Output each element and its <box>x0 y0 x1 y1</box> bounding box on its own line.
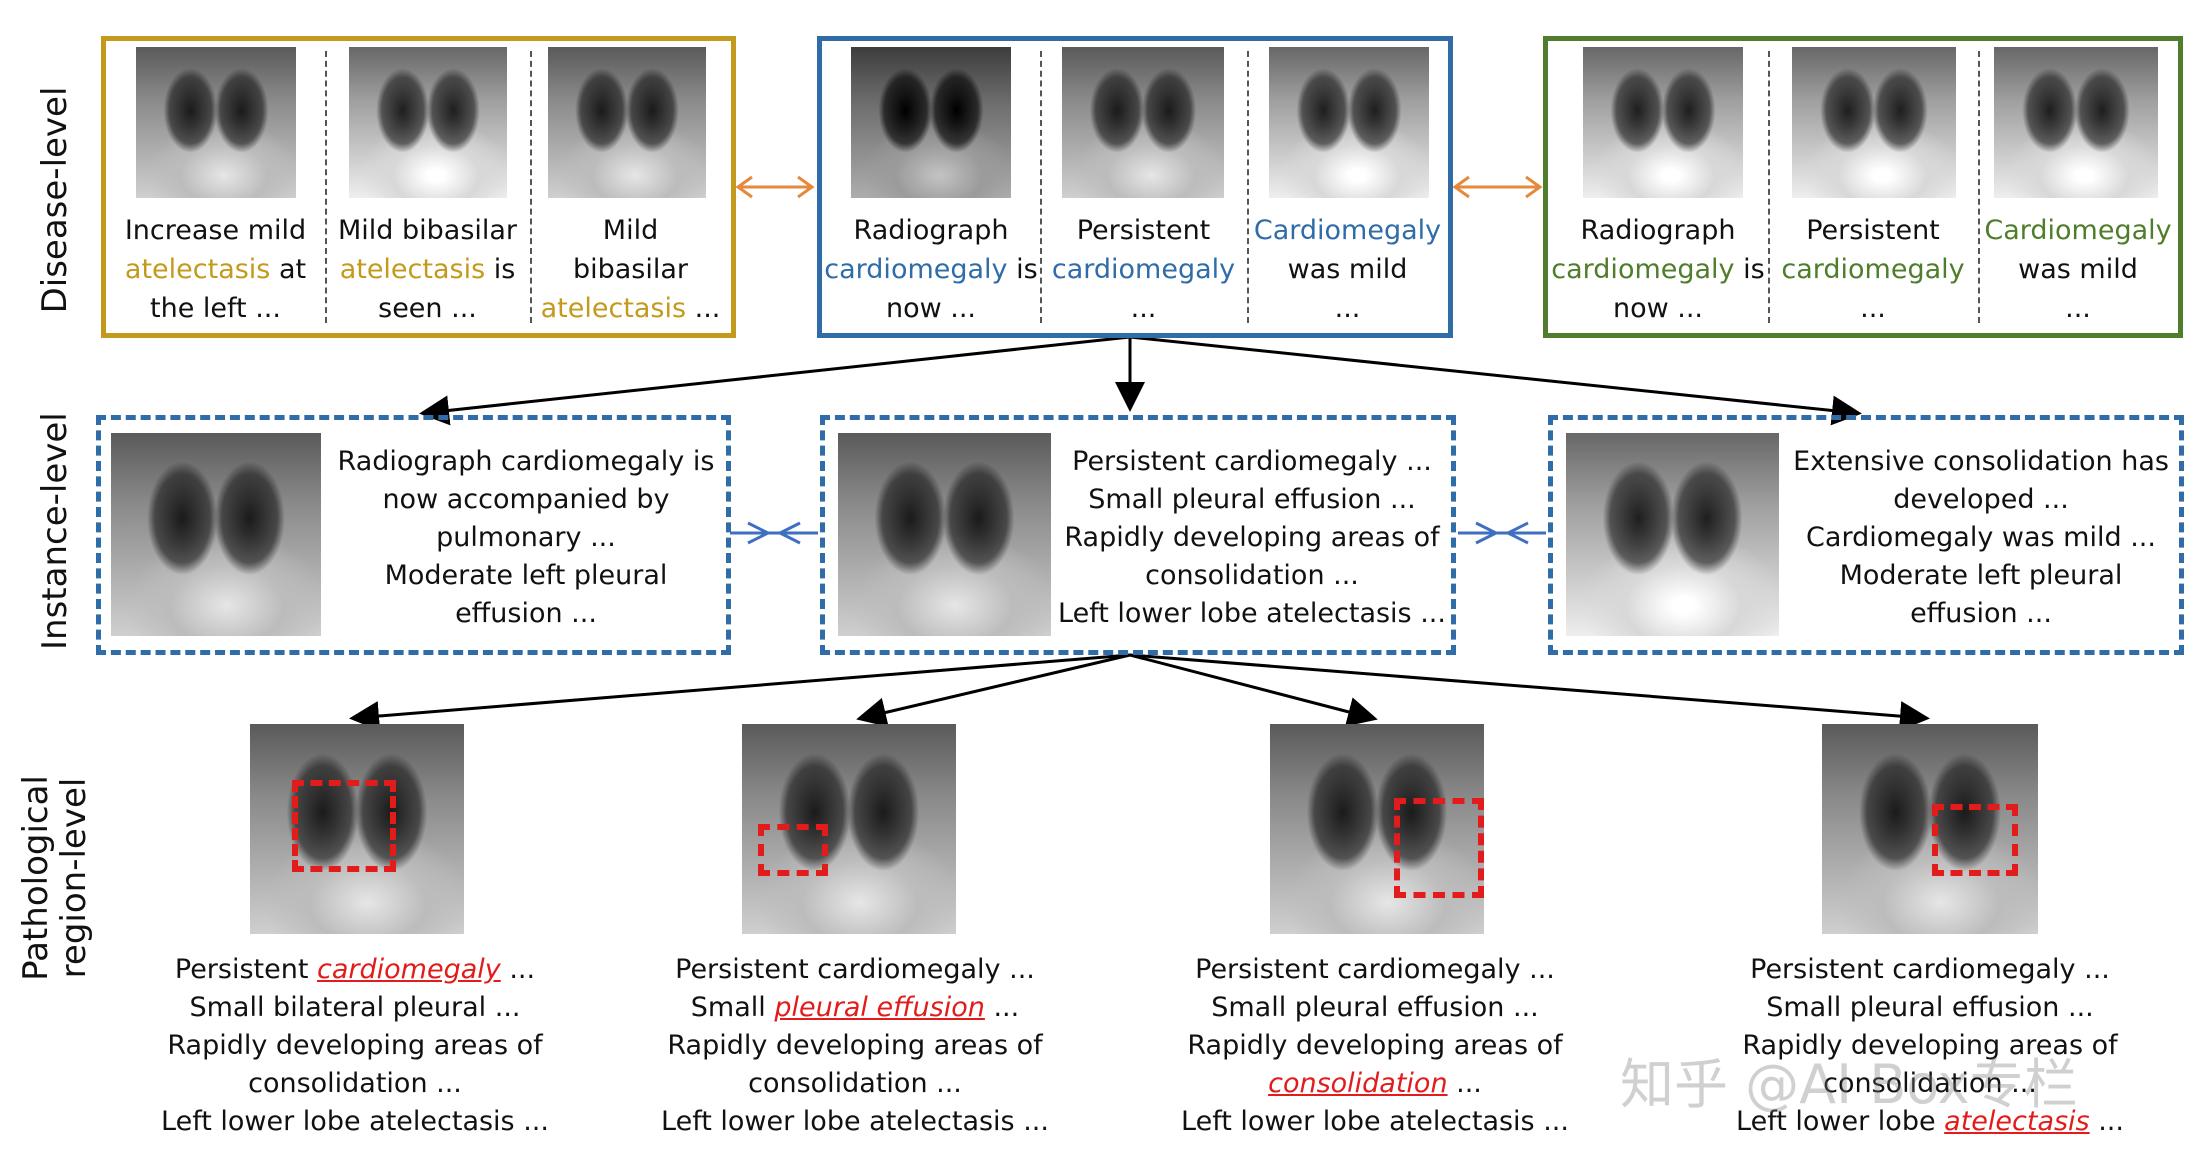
disease-caption: Radiograph cardiomegaly is now ... <box>824 215 1038 324</box>
xray-image <box>1822 724 2038 934</box>
xray-image <box>250 724 464 934</box>
cell-divider <box>530 51 532 323</box>
disease-caption: Radiograph cardiomegaly is now ... <box>1551 215 1765 324</box>
disease-group-cardiomegaly-blue: Radiograph cardiomegaly is now ... Persi… <box>817 36 1453 338</box>
xray-image <box>1269 47 1429 198</box>
region-report: Persistent cardiomegaly ... Small pleura… <box>1736 954 2124 1137</box>
xray-image <box>136 47 296 198</box>
roi-box <box>1394 798 1484 898</box>
instance-report: Extensive consolidation has developed ..… <box>1793 446 2169 629</box>
disease-caption: Increase mild atelectasis at the left ..… <box>124 215 307 324</box>
watermark: 知乎 @AI Box专栏 <box>1620 1053 2078 1116</box>
cell-divider <box>1768 51 1770 323</box>
instance-box-center: Persistent cardiomegaly ... Small pleura… <box>820 415 1456 655</box>
disease-group-cardiomegaly-green: Radiograph cardiomegaly is now ... Persi… <box>1543 36 2183 338</box>
cell-divider <box>1040 51 1042 323</box>
disease-caption: Cardiomegaly was mild ... <box>1253 215 1442 324</box>
xray-image <box>1270 724 1484 934</box>
xray-image <box>111 433 321 636</box>
roi-box <box>292 780 396 872</box>
roi-box <box>758 824 828 876</box>
xray-image <box>742 724 956 934</box>
disease-caption: Mild bibasilar atelectasis is seen ... <box>337 215 518 324</box>
cell-divider <box>325 51 327 323</box>
instance-link-arrow-right <box>1458 521 1546 545</box>
xray-image <box>851 47 1011 198</box>
xray-image <box>1792 47 1956 198</box>
disease-link-arrow-left <box>735 175 815 199</box>
region-report: Persistent cardiomegaly ... Small pleura… <box>661 954 1049 1137</box>
instance-box-right: Extensive consolidation has developed ..… <box>1548 415 2184 655</box>
instance-report: Radiograph cardiomegaly is now accompani… <box>337 446 715 629</box>
region-report: Persistent cardiomegaly ... Small bilate… <box>161 954 549 1137</box>
region-report: Persistent cardiomegaly ... Small pleura… <box>1181 954 1569 1137</box>
disease-link-arrow-right <box>1452 175 1543 199</box>
cell-divider <box>1978 51 1980 323</box>
disease-group-atelectasis: Increase mild atelectasis at the left ..… <box>101 36 736 338</box>
disease-to-instance-arrows <box>419 335 1862 426</box>
xray-image <box>1583 47 1743 198</box>
disease-caption: Persistent cardiomegaly ... <box>1781 215 1965 324</box>
disease-caption: Persistent cardiomegaly ... <box>1051 215 1236 324</box>
instance-link-arrow-left <box>730 521 818 545</box>
disease-caption: Cardiomegaly was mild ... <box>1984 215 2172 324</box>
xray-image <box>349 47 507 198</box>
disease-caption: Mild bibasilar atelectasis ... <box>540 215 721 324</box>
roi-box <box>1932 804 2018 876</box>
instance-to-region-arrows <box>349 653 1930 732</box>
xray-image <box>1566 433 1779 636</box>
instance-report: Persistent cardiomegaly ... Small pleura… <box>1058 446 1446 629</box>
xray-image <box>1994 47 2158 198</box>
instance-box-left: Radiograph cardiomegaly is now accompani… <box>96 415 731 655</box>
cell-divider <box>1247 51 1249 323</box>
xray-image <box>1062 47 1224 198</box>
xray-image <box>838 433 1051 636</box>
xray-image <box>548 47 706 198</box>
